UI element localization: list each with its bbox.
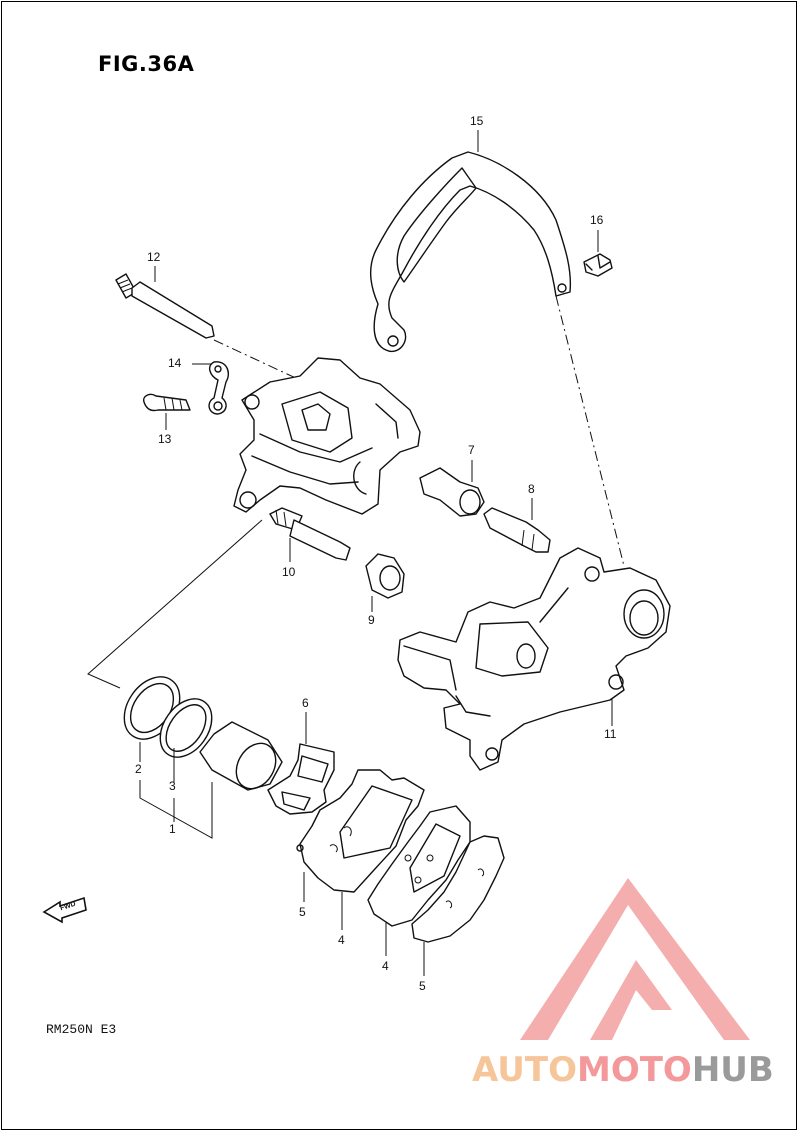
bleeder-valve-13	[143, 393, 191, 412]
part-label-10: 10	[282, 565, 296, 579]
bolt-8	[483, 507, 551, 553]
caliper-bracket-15	[369, 151, 572, 353]
part-label-13: 14	[168, 356, 182, 370]
boot-9	[365, 553, 405, 599]
part-label-11: 11	[604, 727, 617, 741]
watermark-brand: AUTOMOTOHUB	[472, 1050, 774, 1090]
leader-lines	[139, 130, 613, 976]
part-label-8: 8	[528, 482, 535, 496]
part-label-3: 3	[169, 779, 176, 793]
watermark-moto: MOTO	[576, 1050, 692, 1090]
assembly-line	[213, 339, 301, 381]
model-code: RM250N E3	[46, 1022, 117, 1037]
part-label-9: 9	[368, 613, 375, 627]
part-label-15: 15	[470, 114, 484, 128]
part-label-14: 13	[158, 432, 172, 446]
part-label-4b: 4	[382, 959, 389, 973]
watermark-auto: AUTO	[472, 1050, 577, 1090]
clip-14	[208, 361, 230, 415]
brake-pad-4-front	[296, 769, 425, 893]
part-label-12: 12	[147, 250, 161, 264]
shim-6	[267, 743, 335, 815]
part-label-5a: 5	[299, 905, 306, 919]
part-label-1: 1	[169, 822, 176, 836]
part-label-5b: 5	[419, 979, 426, 993]
assembly-line	[87, 519, 263, 689]
dust-seal-3	[159, 698, 213, 758]
watermark-hub: HUB	[691, 1050, 774, 1090]
caliper-holder	[397, 547, 671, 771]
figure-title: FIG.36A	[98, 52, 195, 76]
part-label-2: 2	[135, 762, 142, 776]
bolt-16	[583, 253, 613, 277]
automotohub-triangle-logo	[520, 878, 750, 1040]
slide-pin-10	[269, 507, 351, 561]
assembly-line	[555, 295, 625, 567]
part-label-4a: 4	[338, 933, 345, 947]
part-label-7: 7	[468, 443, 475, 457]
boot-7	[419, 467, 485, 517]
caliper-body	[233, 357, 421, 515]
part-label-6: 6	[302, 696, 309, 710]
fwd-arrow-icon	[42, 896, 87, 924]
shim-5-rear	[411, 835, 505, 943]
piston-1	[199, 721, 283, 791]
pin-bolt-12	[115, 273, 215, 339]
brake-pad-4-rear	[367, 805, 471, 927]
part-label-16: 16	[590, 213, 604, 227]
